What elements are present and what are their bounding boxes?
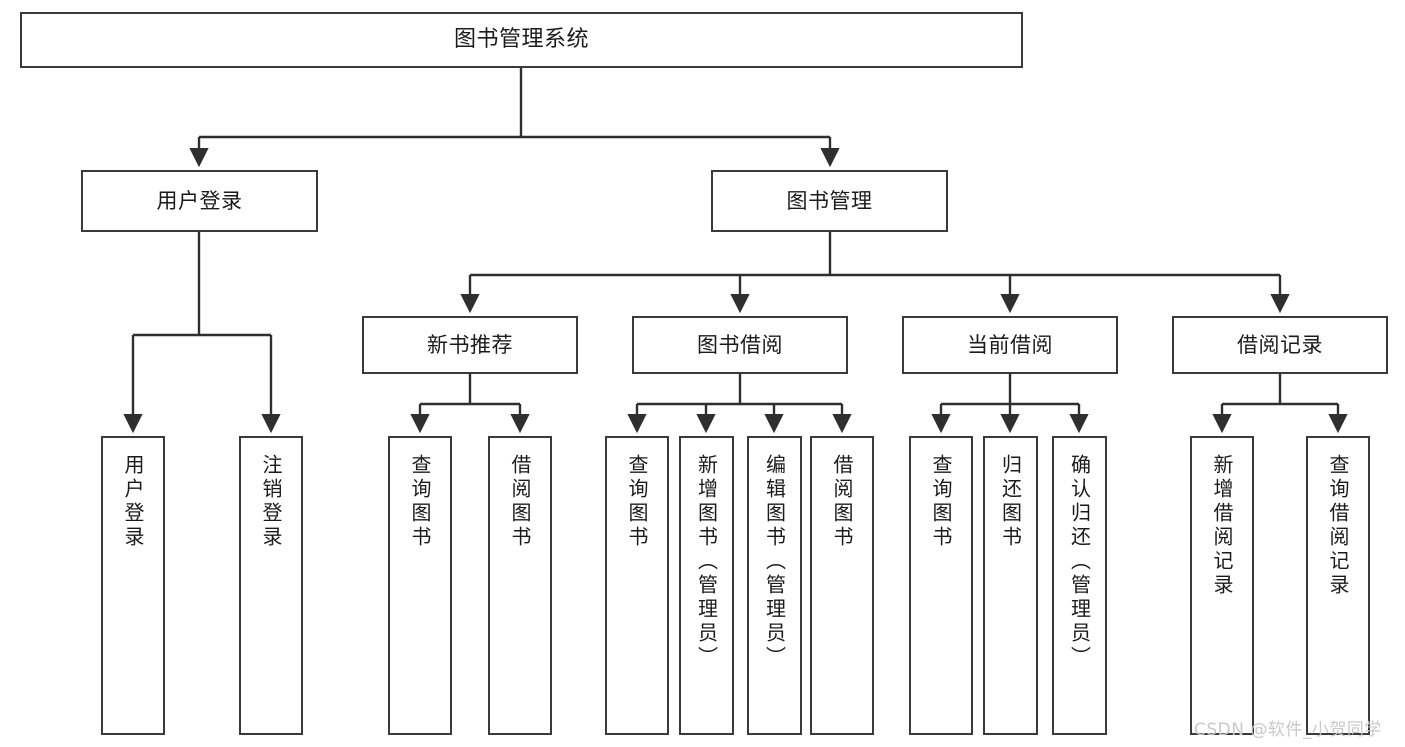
node-leaf-query-book-3[interactable]: 查询图书	[909, 436, 973, 735]
node-leaf-query-book-2-label: 查询图书	[625, 454, 649, 550]
node-new-book-recommend-label: 新书推荐	[427, 332, 513, 357]
node-leaf-query-book-1-label: 查询图书	[408, 454, 432, 550]
node-root-label: 图书管理系统	[453, 27, 589, 53]
node-book-manage-label: 图书管理	[786, 188, 873, 213]
node-book-borrow-label: 图书借阅	[697, 332, 783, 357]
node-leaf-confirm-return-label: 确认归还（管理员）	[1067, 454, 1092, 670]
node-leaf-logout-label: 注销登录	[259, 454, 283, 550]
node-leaf-user-login-label: 用户登录	[121, 454, 145, 550]
node-user-login-label: 用户登录	[156, 188, 243, 213]
node-leaf-return-book[interactable]: 归还图书	[983, 436, 1038, 735]
node-leaf-logout[interactable]: 注销登录	[239, 436, 303, 735]
node-leaf-edit-book[interactable]: 编辑图书（管理员）	[747, 436, 802, 735]
node-leaf-add-book-label: 新增图书（管理员）	[694, 454, 719, 670]
node-leaf-borrow-book-1-label: 借阅图书	[508, 454, 532, 550]
node-leaf-query-record-label: 查询借阅记录	[1326, 454, 1350, 598]
node-leaf-add-record[interactable]: 新增借阅记录	[1190, 436, 1254, 735]
node-leaf-user-login[interactable]: 用户登录	[101, 436, 165, 735]
node-borrow-record[interactable]: 借阅记录	[1172, 316, 1388, 374]
node-leaf-query-book-1[interactable]: 查询图书	[388, 436, 452, 735]
node-leaf-add-record-label: 新增借阅记录	[1210, 454, 1234, 598]
node-book-borrow[interactable]: 图书借阅	[632, 316, 848, 374]
node-new-book-recommend[interactable]: 新书推荐	[362, 316, 578, 374]
watermark-text: CSDN @软件_小贺同学	[1194, 720, 1382, 740]
node-leaf-query-record[interactable]: 查询借阅记录	[1306, 436, 1370, 735]
node-leaf-borrow-book-2[interactable]: 借阅图书	[810, 436, 874, 735]
node-leaf-borrow-book-2-label: 借阅图书	[830, 454, 854, 550]
node-leaf-confirm-return[interactable]: 确认归还（管理员）	[1052, 436, 1107, 735]
node-leaf-return-book-label: 归还图书	[998, 454, 1023, 550]
node-leaf-add-book[interactable]: 新增图书（管理员）	[679, 436, 734, 735]
node-borrow-record-label: 借阅记录	[1237, 332, 1323, 357]
node-leaf-borrow-book-1[interactable]: 借阅图书	[488, 436, 552, 735]
node-current-borrow-label: 当前借阅	[967, 332, 1053, 357]
node-root[interactable]: 图书管理系统	[20, 12, 1023, 68]
node-current-borrow[interactable]: 当前借阅	[902, 316, 1118, 374]
node-book-manage[interactable]: 图书管理	[711, 170, 948, 232]
node-user-login[interactable]: 用户登录	[81, 170, 318, 232]
node-leaf-query-book-2[interactable]: 查询图书	[605, 436, 669, 735]
node-leaf-edit-book-label: 编辑图书（管理员）	[762, 454, 787, 670]
node-leaf-query-book-3-label: 查询图书	[929, 454, 953, 550]
